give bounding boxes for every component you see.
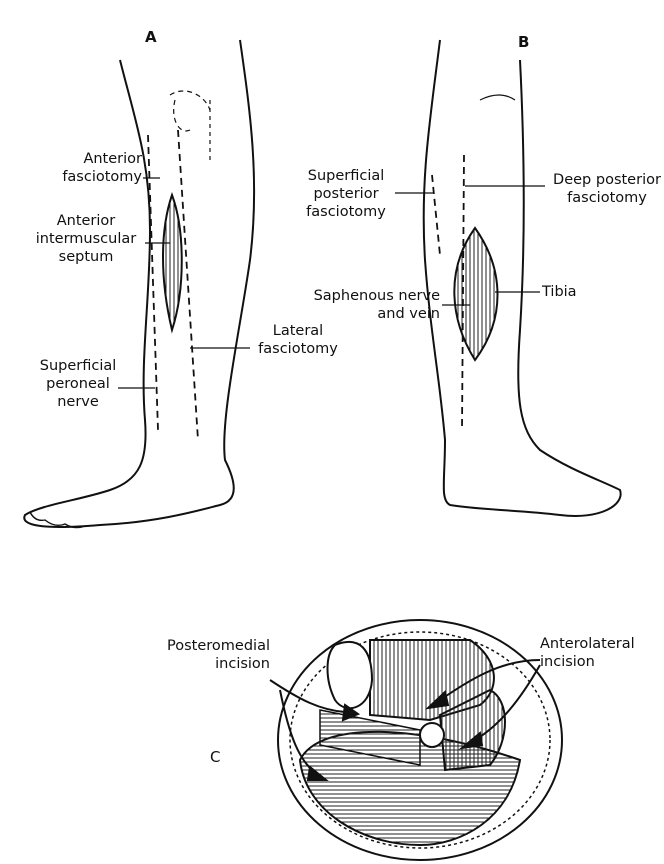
label-line: fasciotomy (306, 204, 386, 220)
leg-a (23, 39, 256, 529)
label-saphenous-nerve-vein: Saphenous nerve and vein (300, 287, 440, 323)
label-line: Anterior (83, 151, 142, 167)
cross-section (277, 619, 563, 861)
panel-letter-c: C (210, 748, 221, 766)
label-line: fasciotomy (258, 341, 338, 357)
label-posteromedial-incision: Posteromedial incision (150, 637, 270, 673)
label-line: peroneal (46, 376, 110, 392)
label-line: Saphenous nerve (313, 288, 440, 304)
leader-lines (118, 177, 545, 389)
label-anterior-fasciotomy: Anterior fasciotomy (30, 150, 142, 186)
label-line: Posteromedial (167, 638, 270, 654)
label-line: fasciotomy (62, 169, 142, 185)
label-anterolateral-incision: Anterolateral incision (540, 635, 635, 671)
panel-letter-a: A (145, 28, 157, 46)
incision-a (162, 192, 183, 334)
panel-letter-b: B (518, 33, 530, 51)
label-line: and vein (377, 306, 440, 322)
incision-b (453, 226, 499, 362)
label-line: Anterior (56, 213, 116, 229)
label-line: fasciotomy (567, 190, 647, 206)
label-line: posterior (313, 186, 379, 202)
label-line: Deep posterior (553, 172, 661, 188)
label-superficial-peroneal-nerve: Superficial peroneal nerve (30, 357, 126, 411)
label-tibia: Tibia (542, 284, 577, 300)
label-line: intermuscular (35, 231, 137, 247)
label-superficial-posterior-fasciotomy: Superficial posterior fasciotomy (298, 167, 394, 221)
label-line: Anterolateral (540, 636, 635, 652)
incision-lines-a (147, 129, 199, 441)
label-line: septum (58, 249, 114, 265)
label-lateral-fasciotomy: Lateral fasciotomy (250, 322, 346, 358)
label-septum: Anterior intermuscular septum (28, 212, 144, 266)
label-deep-posterior-fasciotomy: Deep posterior fasciotomy (546, 171, 664, 207)
incision-arrows (269, 659, 541, 781)
label-line: Lateral (272, 323, 324, 339)
label-line: nerve (57, 394, 99, 410)
label-line: incision (215, 656, 270, 672)
incision-lines-b (431, 154, 465, 431)
label-line: incision (540, 654, 595, 670)
label-line: Superficial (39, 358, 117, 374)
label-line: Superficial (307, 168, 385, 184)
leg-b (422, 39, 622, 517)
